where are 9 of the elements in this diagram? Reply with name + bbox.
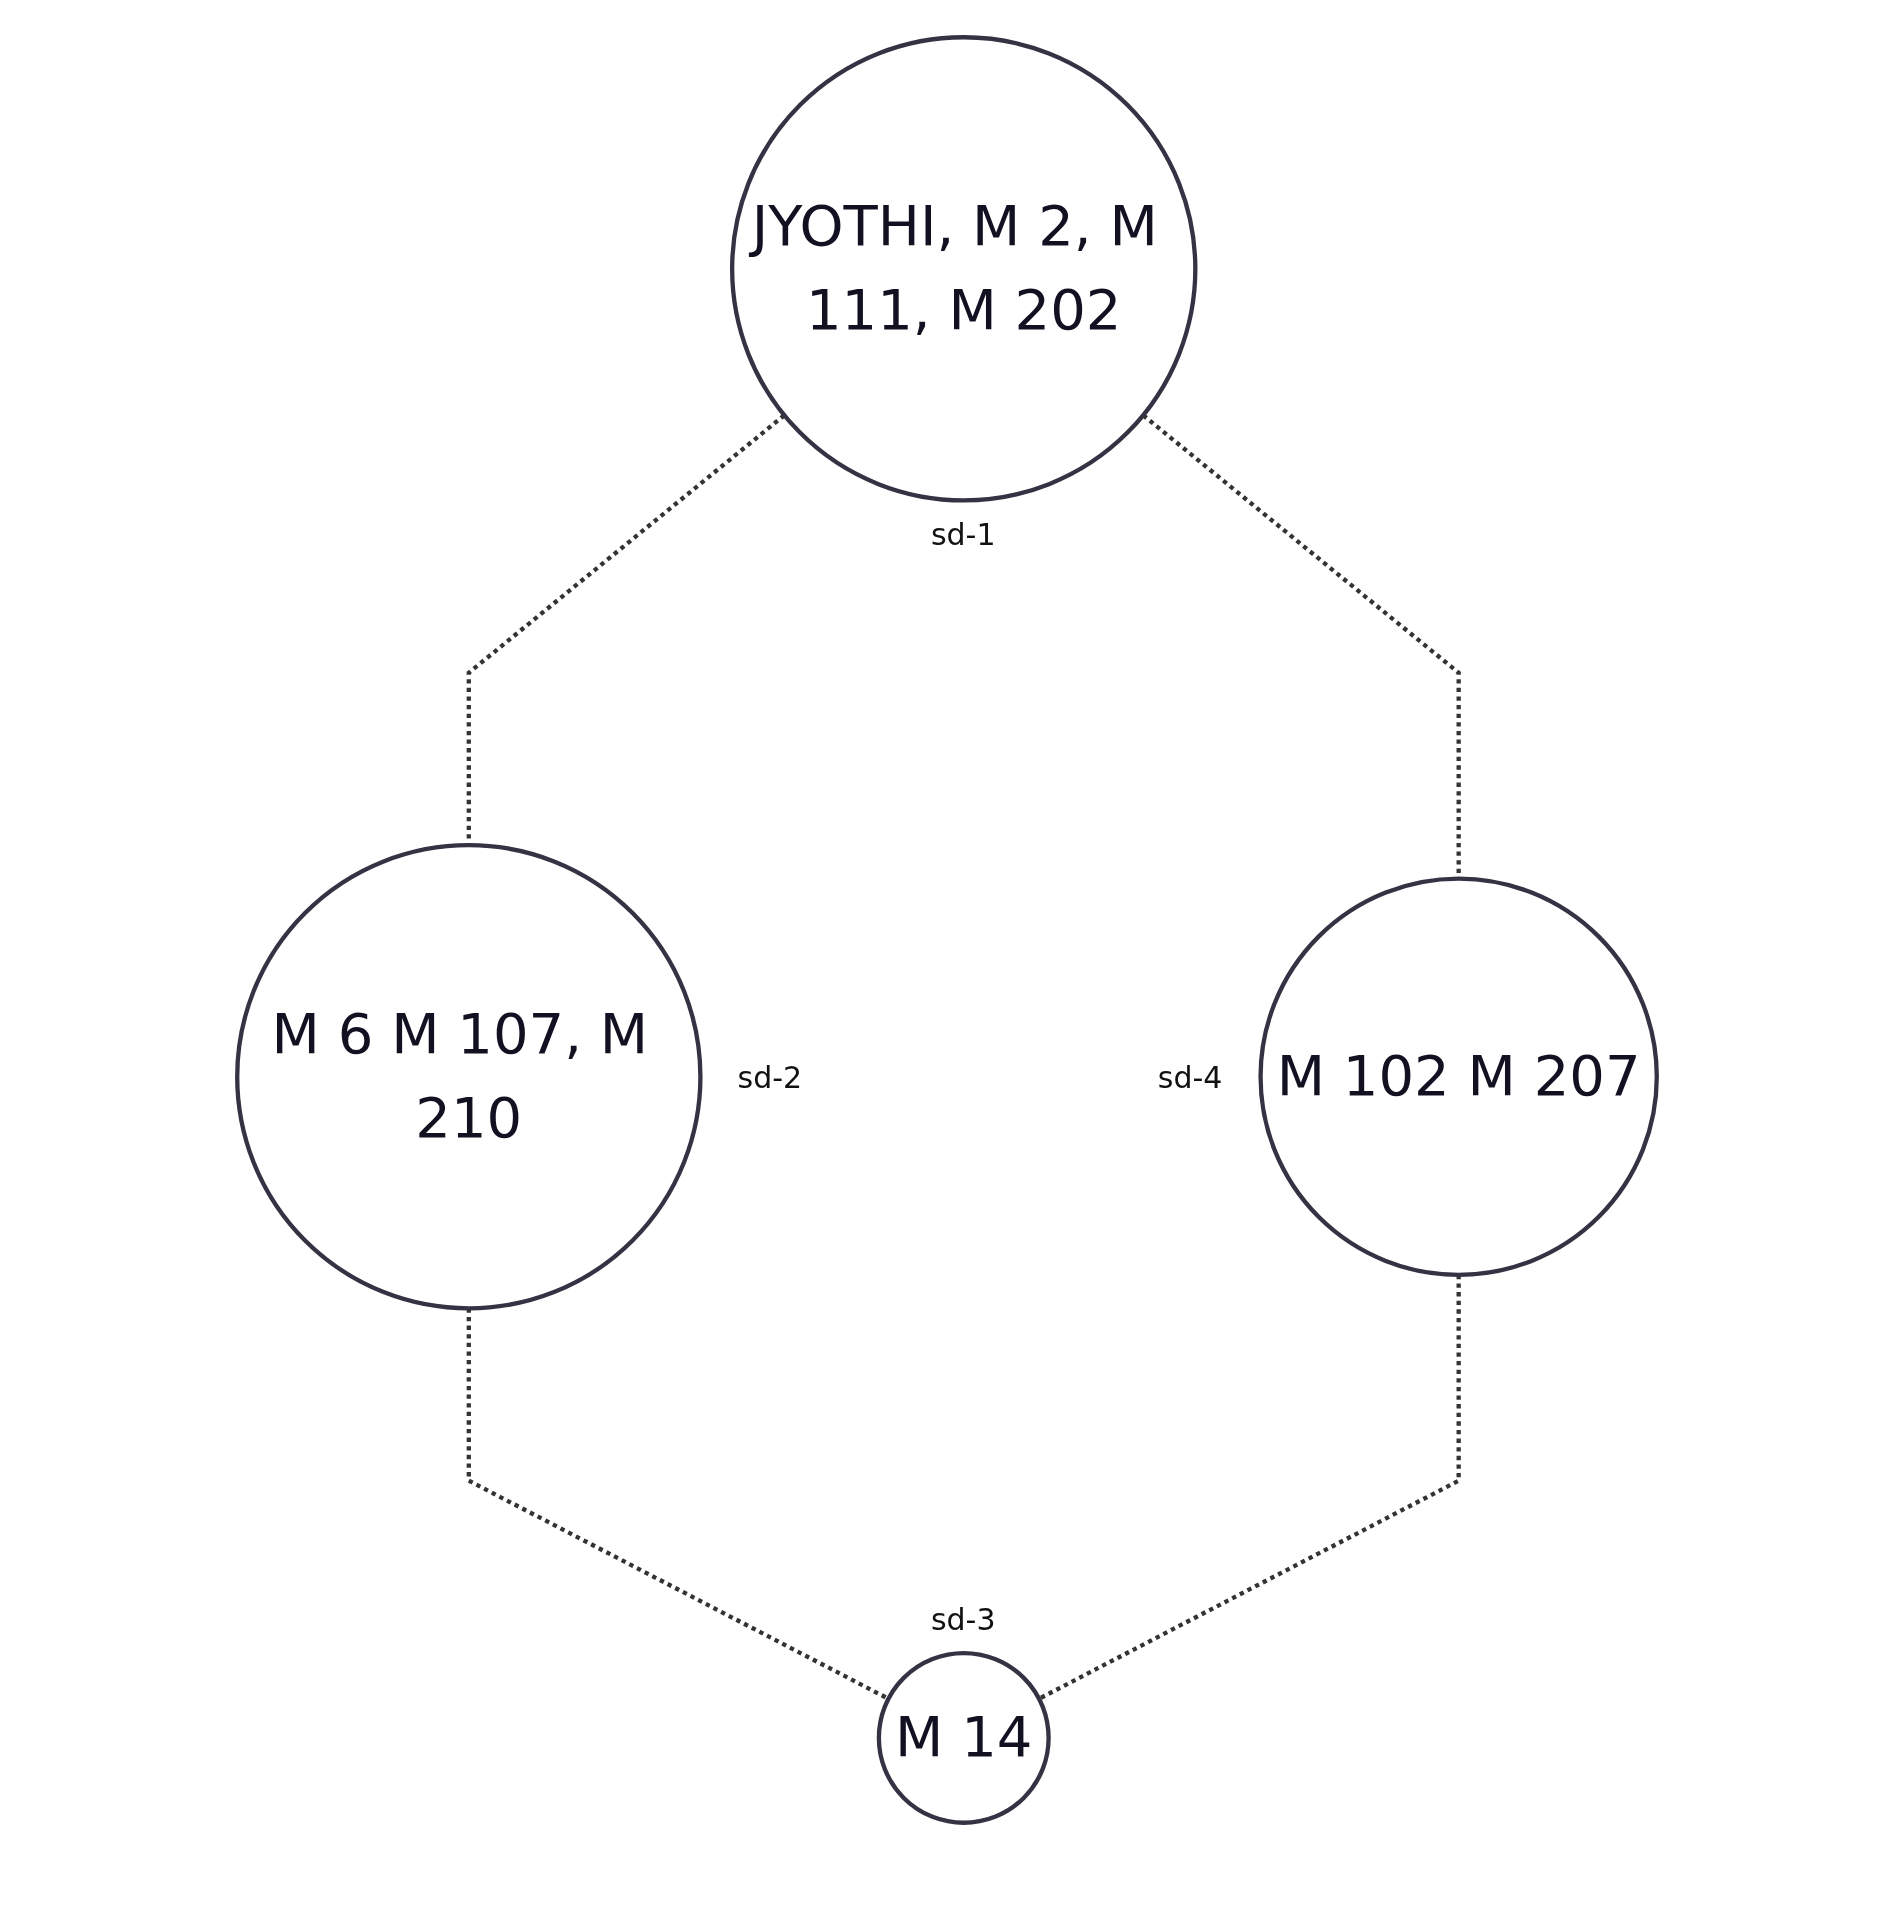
- node-caption: sd-4: [1157, 1059, 1223, 1095]
- node-caption: sd-2: [737, 1059, 803, 1095]
- connector: [466, 1308, 889, 1701]
- node-caption: sd-3: [930, 1601, 996, 1637]
- node-circle: JYOTHI, M 2, M 111, M 202: [729, 35, 1197, 503]
- node-circle: M 14: [876, 1650, 1051, 1825]
- node-caption: sd-1: [930, 516, 996, 552]
- node-circle: M 6 M 107, M 210: [234, 843, 703, 1311]
- node-circle: M 102 M 207: [1257, 876, 1659, 1277]
